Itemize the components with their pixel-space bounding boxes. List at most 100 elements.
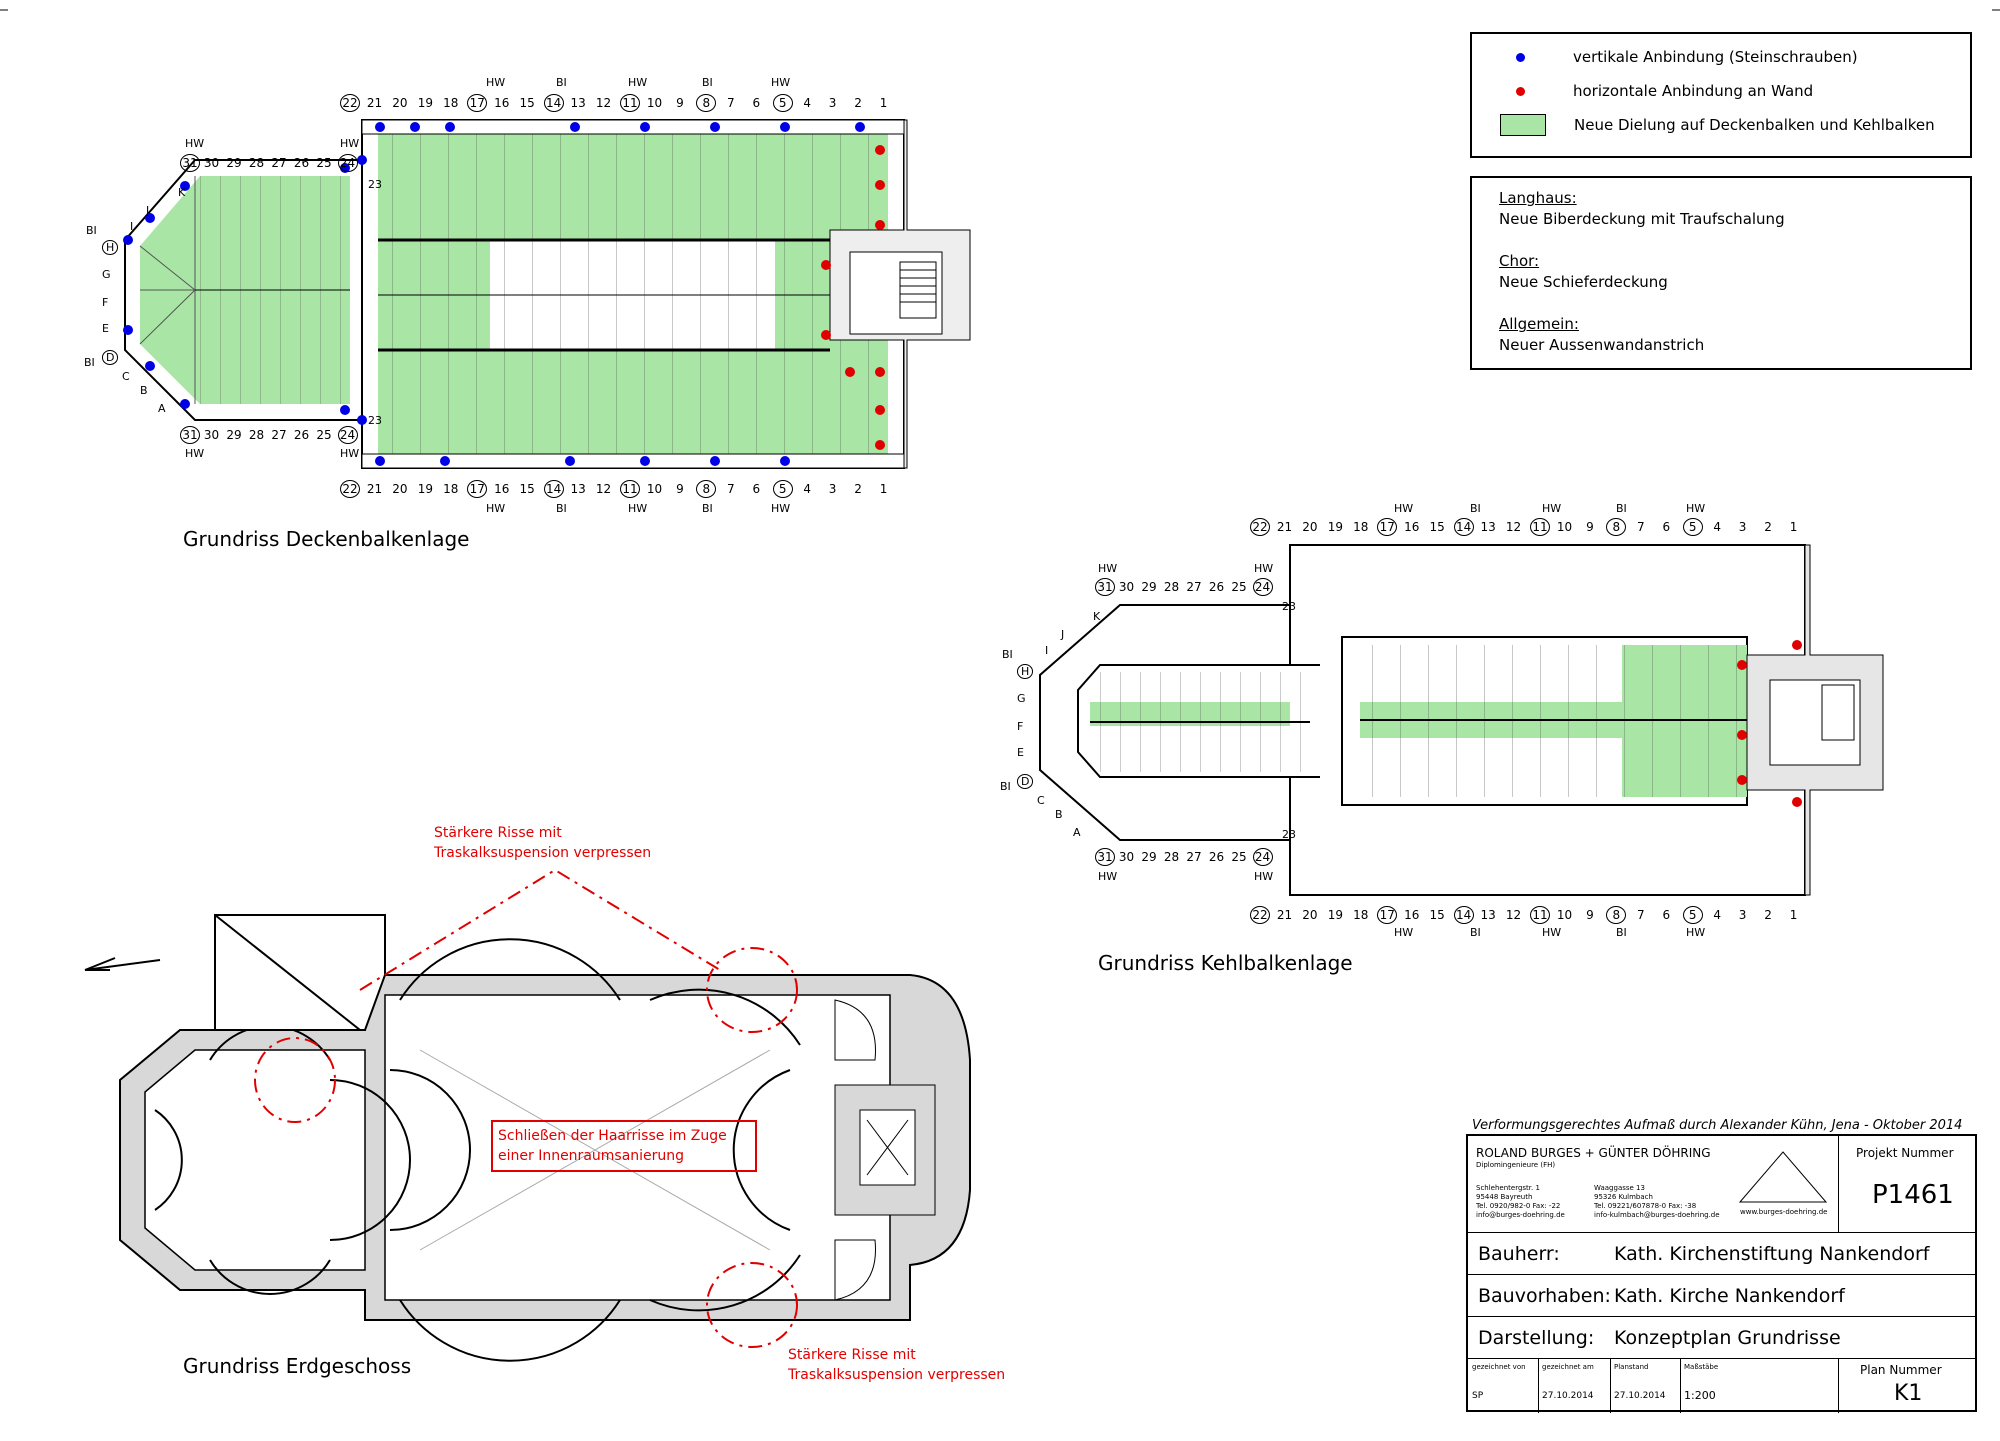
chor-letter: D	[102, 350, 119, 365]
axis-mark-hw-11: HW	[628, 76, 648, 89]
k-axis-mark-hw-5-b: HW	[1686, 926, 1706, 939]
axis-number: 17	[467, 94, 488, 112]
chor-letter: E	[102, 322, 109, 335]
addr1-l1: Schlehentergstr. 1	[1476, 1184, 1540, 1192]
axis-mark-bi-8: BI	[702, 76, 713, 89]
axis-number: 24	[1252, 578, 1273, 596]
axis-mark-hw-11-b: HW	[628, 502, 648, 515]
axis-number: 13	[1480, 520, 1496, 534]
axis-number: 14	[543, 94, 564, 112]
axis-number: 10	[1556, 520, 1573, 534]
info-langhaus-text: Neue Biberdeckung mit Traufschalung	[1499, 210, 1785, 228]
kehlbalken-plan	[1039, 544, 1884, 896]
axis-number: 14	[1453, 518, 1474, 536]
annotation-line-2: Traskalksuspension verpressen	[434, 845, 652, 861]
green-swatch-icon	[1500, 114, 1546, 136]
annotation-line-1-b: Stärkere Risse mit	[788, 1347, 916, 1363]
gez-von-val: SP	[1472, 1391, 1484, 1401]
axis-number: 28	[1163, 580, 1180, 594]
gez-von-label: gezeichnet von	[1472, 1363, 1526, 1371]
info-langhaus-heading: Langhaus:	[1499, 189, 1577, 207]
legend-label-vertical: vertikale Anbindung (Steinschrauben)	[1573, 48, 1858, 66]
chor-letter: K	[1093, 610, 1101, 623]
chor-letter: B	[1055, 808, 1063, 821]
axis-number: 28	[248, 428, 265, 442]
axis-number: 20	[1302, 520, 1318, 534]
legend-label-horizontal: horizontale Anbindung an Wand	[1573, 82, 1814, 100]
axis-number: 1	[1789, 908, 1798, 922]
axis-number: 8	[1606, 518, 1627, 536]
axis-number: 1	[879, 96, 888, 110]
axis-number: 22	[1250, 518, 1270, 536]
axis-number: 8	[1606, 906, 1627, 924]
axis-number: 9	[1586, 520, 1594, 534]
axis-number: 4	[1713, 520, 1721, 534]
axis-number: 31	[180, 154, 200, 172]
row-meta: gezeichnet von SP gezeichnet am 27.10.20…	[1468, 1358, 1977, 1413]
gez-von-cell: gezeichnet von SP	[1468, 1359, 1539, 1413]
axis-mark-hw-17-b: HW	[486, 502, 506, 515]
axis-number: 30	[1118, 580, 1135, 594]
axis-number: 16	[1404, 520, 1420, 534]
axis-number: 10	[646, 482, 663, 496]
darstellung-val: Konzeptplan Grundrisse	[1614, 1327, 1841, 1349]
axis-number: 28	[1163, 850, 1180, 864]
axis-number: 2	[854, 96, 862, 110]
legend-row-vertical: vertikale Anbindung (Steinschrauben)	[1472, 48, 1858, 66]
survey-note: Verformungsgerechtes Aufmaß durch Alexan…	[1472, 1118, 1963, 1133]
axis-number: 12	[595, 482, 612, 496]
axis-mark-hw-5-b: HW	[771, 502, 791, 515]
north-arrow-icon	[84, 957, 161, 971]
axis-number: 20	[1302, 908, 1318, 922]
title-erdgeschoss: Grundriss Erdgeschoss	[183, 1354, 412, 1378]
axis-number: 21	[366, 482, 383, 496]
axis-number: 26	[293, 428, 310, 442]
axis-number: 18	[1353, 908, 1369, 922]
axis-number: 27	[1186, 850, 1202, 864]
axis-number: 11	[620, 480, 640, 498]
k-axis-mark-hw-5: HW	[1686, 502, 1706, 515]
projekt-value: P1461	[1872, 1180, 1954, 1210]
k-hw-24-top: HW	[1254, 562, 1274, 575]
axis-number: 30	[1118, 850, 1135, 864]
annotation-hairline-cracks: Schließen der Haarrisse im Zuge einer In…	[498, 1126, 727, 1166]
address-kulmbach: Waaggasse 13 95326 Kulmbach Tel. 09221/6…	[1594, 1184, 1720, 1220]
axis-number: 25	[316, 428, 332, 442]
info-box: Langhaus: Neue Biberdeckung mit Traufsch…	[1470, 176, 1972, 370]
k-axis-mark-bi-8: BI	[1616, 502, 1627, 515]
info-allgemein-text: Neuer Aussenwandanstrich	[1499, 336, 1705, 354]
axis-number: 19	[1327, 520, 1343, 534]
planstand-cell: Planstand 27.10.2014	[1610, 1359, 1681, 1413]
legend-box: vertikale Anbindung (Steinschrauben) hor…	[1470, 32, 1972, 158]
axis-number: 15	[519, 482, 535, 496]
axis-number: 8	[696, 94, 717, 112]
addr2-l4: info-kulmbach@burges-doehring.de	[1594, 1211, 1720, 1219]
vertical-anchor-dots	[123, 122, 865, 466]
axis-number: 1	[1789, 520, 1798, 534]
addr2-l2: 95326 Kulmbach	[1594, 1193, 1653, 1201]
axis-number: 22	[340, 94, 360, 112]
axis-number: 22	[340, 480, 360, 498]
axis-number: 27	[271, 156, 287, 170]
axis-number: 21	[366, 96, 383, 110]
chor-letter: D	[1017, 774, 1034, 789]
axis-number: 24	[337, 426, 358, 444]
axis-number: 6	[752, 96, 761, 110]
axis-number: 12	[595, 96, 612, 110]
info-chor-heading: Chor:	[1499, 252, 1540, 270]
axis-number: 16	[1404, 908, 1420, 922]
axis-number: 4	[1713, 908, 1721, 922]
hw-24-bottom: HW	[340, 447, 360, 460]
axis-number: 17	[1377, 906, 1398, 924]
axis-number: 27	[1186, 580, 1202, 594]
hairline-line-1: Schließen der Haarrisse im Zuge	[498, 1128, 727, 1144]
darstellung-key: Darstellung:	[1478, 1327, 1595, 1349]
deckenbalken-plan	[123, 119, 971, 469]
address-bayreuth: Schlehentergstr. 1 95448 Bayreuth Tel. 0…	[1476, 1184, 1565, 1220]
axis-mark-bi-14-b: BI	[556, 502, 567, 515]
axis-number: 24	[337, 154, 358, 172]
axis-mark-bi-8-b: BI	[702, 502, 713, 515]
gez-am-cell: gezeichnet am 27.10.2014	[1538, 1359, 1611, 1413]
